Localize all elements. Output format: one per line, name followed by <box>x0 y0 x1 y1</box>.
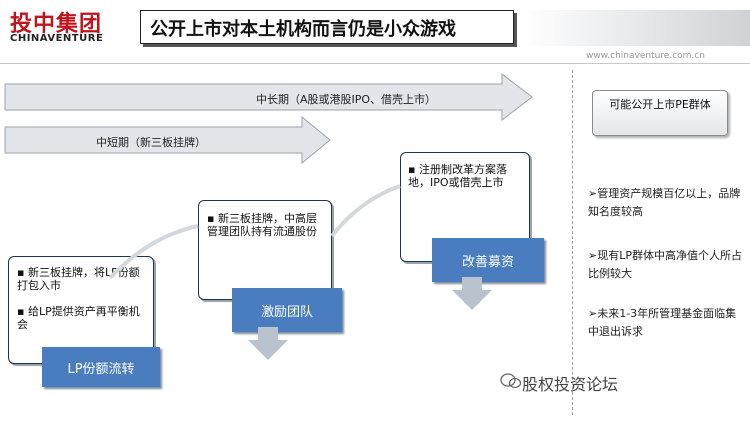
long-term-arrow <box>4 73 533 121</box>
dashed-divider <box>572 70 573 415</box>
pe-criterion-2: ➢现有LP群体中高净值个人所占比例较大 <box>588 249 742 280</box>
title-box <box>140 10 514 44</box>
stage2-label: 激励团队 <box>232 288 342 332</box>
stage1-label: LP份额流转 <box>42 347 160 387</box>
stage3-down-arrow-stem <box>462 277 482 290</box>
connectors <box>108 184 492 360</box>
pe-group-title: 可能公开上市PE群体 <box>609 98 711 111</box>
short-term-label: 中短期（新三板挂牌） <box>96 136 206 149</box>
stage3-bullet-1: ▪ 注册制改革方案落地，IPO或借壳上市 <box>408 163 507 189</box>
stage2-down-arrow-stem <box>258 327 278 340</box>
stage2-down-arrow-head <box>248 340 288 360</box>
logo-english: CHINAVENTURE <box>10 33 104 44</box>
long-term-label: 中长期（A股或港股IPO、借壳上市） <box>256 93 437 106</box>
pe-group-box <box>592 90 728 136</box>
site-url: www.chinaventure.com.cn <box>586 51 705 61</box>
stage3-label: 改善募资 <box>432 238 544 282</box>
pe-criterion-3: ➢未来1-3年所管理基金面临集中退出诉求 <box>588 307 737 338</box>
wechat-icon <box>500 373 522 389</box>
stage2-bullet-1: ▪ 新三板挂牌，中高层管理团队持有流通股份 <box>207 212 317 238</box>
stage1-callout <box>8 256 154 364</box>
logo-chinese: 投中集团 <box>10 12 103 37</box>
stage2-callout <box>198 200 332 300</box>
short-term-arrow <box>4 116 331 164</box>
header-rule <box>0 63 750 64</box>
stage1-bullet-2: ▪ 给LP提供资产再平衡机会 <box>17 305 140 331</box>
page-title: 公开上市对本土机构而言仍是小众游戏 <box>150 19 456 40</box>
watermark-text: 股权投资论坛 <box>522 375 619 394</box>
header-gradient <box>522 10 750 46</box>
pe-criterion-1: ➢管理资产规模百亿以上，品牌知名度较高 <box>588 187 741 218</box>
stage3-down-arrow-head <box>452 290 492 310</box>
